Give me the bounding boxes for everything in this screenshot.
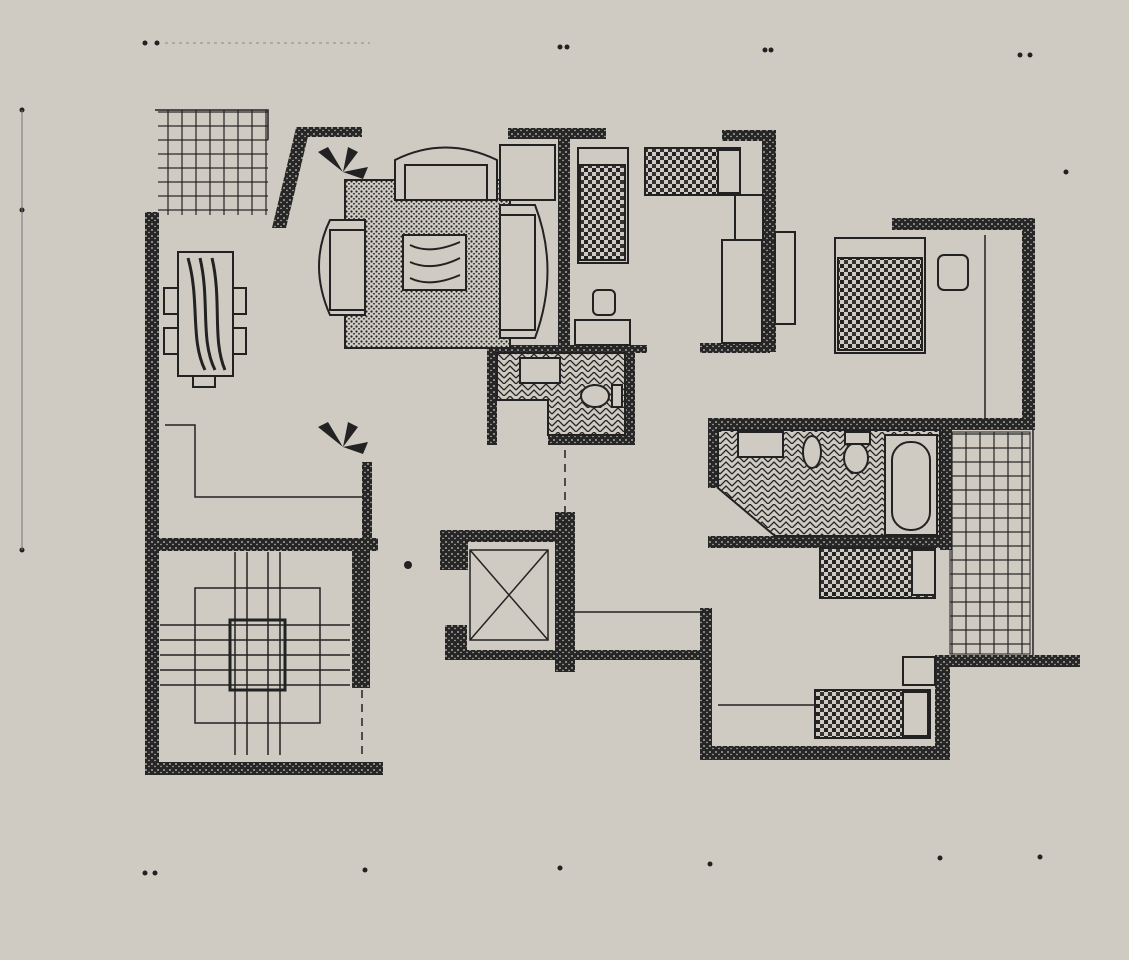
bedroom-2-furniture [834, 237, 969, 354]
staircase [160, 552, 350, 755]
plant-icon [318, 147, 368, 454]
bedroom-1-furniture [644, 147, 796, 344]
walls [145, 127, 1080, 775]
thin-lines [155, 109, 1034, 760]
bedroom-3-furniture [814, 547, 936, 739]
elevator-shaft [469, 549, 549, 641]
terrace-tiles [158, 110, 268, 215]
dining-table [163, 251, 247, 388]
study-furniture [574, 147, 631, 346]
living-room-furniture [318, 144, 556, 349]
dimension-marks [19, 40, 1069, 876]
bathroom-1 [496, 352, 626, 436]
balcony-tiles [949, 431, 1031, 655]
bathroom-2 [717, 429, 941, 537]
